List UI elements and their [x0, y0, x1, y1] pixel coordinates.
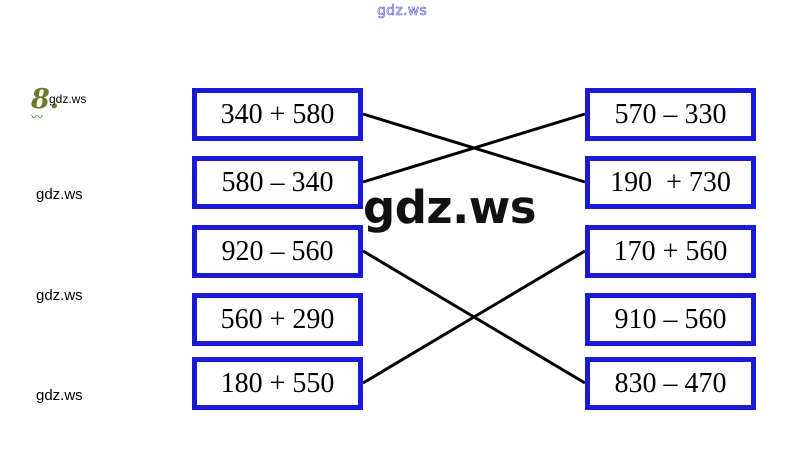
- right-expression-box: 830 – 470: [585, 357, 756, 410]
- left-expression-box: 180 + 550: [192, 357, 363, 410]
- side-watermark: gdz.ws: [36, 186, 83, 203]
- right-expression-box: 190 + 730: [585, 156, 756, 209]
- side-watermark: gdz.ws: [36, 287, 83, 304]
- right-expression-box: 170 + 560: [585, 225, 756, 278]
- top-watermark: gdz.ws: [377, 3, 428, 20]
- left-expression-box: 340 + 580: [192, 88, 363, 141]
- right-expression-box: 570 – 330: [585, 88, 756, 141]
- left-expression-box: 920 – 560: [192, 225, 363, 278]
- left-expression-box: 560 + 290: [192, 293, 363, 346]
- connection-line: [362, 112, 586, 184]
- task-watermark: gdz.ws: [49, 92, 87, 106]
- wave-decoration: 〰: [31, 110, 44, 124]
- left-expression-box: 580 – 340: [192, 156, 363, 209]
- task-number: 8.: [31, 84, 60, 115]
- connection-line: [362, 249, 586, 385]
- right-expression-box: 910 – 560: [585, 293, 756, 346]
- side-watermark: gdz.ws: [36, 387, 83, 404]
- center-watermark: gdz.ws: [363, 181, 537, 234]
